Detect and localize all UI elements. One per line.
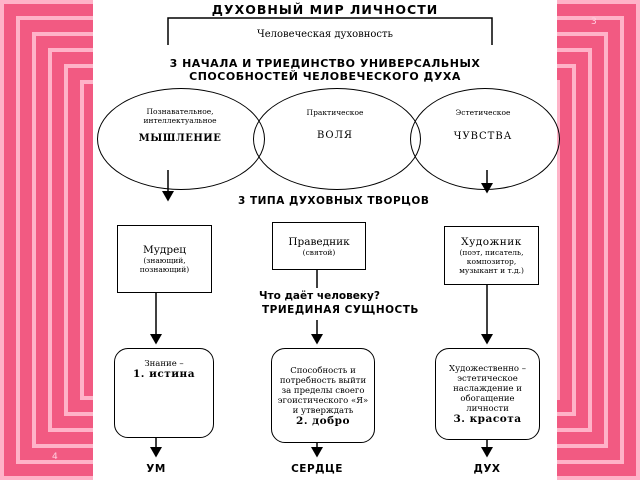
gift-box-good: Способность и потребность выйти за преде… [271, 348, 375, 443]
creator-name-righteous: Праведник [288, 235, 350, 248]
gift-text-beauty: Художественно – эстетическое наслаждение… [449, 364, 526, 414]
gift-value-truth: 1. истина [132, 368, 196, 380]
outcome-spirit: ДУХ [473, 463, 501, 475]
outcome-heart: СЕРДЦЕ [291, 463, 343, 475]
faculty-caption-thinking: Познавательное, интеллектуальное [143, 107, 217, 125]
principles-header-line1: 3 НАЧАЛА И ТРИЕДИНСТВО УНИВЕРСАЛЬНЫХ [169, 57, 481, 70]
faculty-name-feelings: ЧУВСТВА [453, 131, 513, 142]
gift-value-good: 2. добро [296, 414, 350, 427]
principles-header-line2: СПОСОБНОСТЕЙ ЧЕЛОВЕЧЕСКОГО ДУХА [189, 70, 461, 83]
faculty-caption-feelings: Эстетическое [455, 108, 511, 117]
subtitle: Человеческая духовность [257, 29, 393, 40]
creator-desc-artist: (поэт, писатель, композитор, музыкант и … [459, 248, 524, 275]
gift-box-truth: Знание – 1. истина [114, 348, 214, 438]
faculty-caption-will: Практическое [306, 108, 364, 117]
faculty-name-thinking: МЫШЛЕНИЕ [138, 133, 222, 144]
creator-desc-sage: (знающий, познающий) [139, 256, 190, 274]
creator-box-righteous: Праведник (святой) [272, 222, 366, 270]
outcome-mind: УМ [146, 463, 166, 475]
faculty-name-will: ВОЛЯ [317, 130, 353, 141]
question-text: Что даёт человеку? [259, 290, 380, 302]
creator-box-artist: Художник (поэт, писатель, композитор, му… [444, 226, 539, 285]
creator-name-artist: Художник [461, 236, 522, 248]
creator-name-sage: Мудрец [142, 244, 187, 256]
page-title: ДУХОВНЫЙ МИР ЛИЧНОСТИ [211, 2, 439, 17]
creators-header: 3 ТИПА ДУХОВНЫХ ТВОРЦОВ [238, 195, 430, 207]
slide-number-top: 3 [591, 17, 597, 27]
creator-box-sage: Мудрец (знающий, познающий) [117, 225, 212, 293]
gift-box-beauty: Художественно – эстетическое наслаждение… [435, 348, 540, 440]
gift-text-good: Способность и потребность выйти за преде… [277, 365, 369, 416]
trinity-text: ТРИЕДИНАЯ СУЩНОСТЬ [262, 304, 419, 316]
gift-value-beauty: 3. красота [453, 413, 522, 425]
creator-desc-righteous: (святой) [302, 247, 336, 257]
slide-number-bottom: 4 [52, 452, 58, 462]
faculty-ellipse-feelings [410, 88, 560, 190]
gift-text-truth: Знание – [144, 359, 184, 369]
